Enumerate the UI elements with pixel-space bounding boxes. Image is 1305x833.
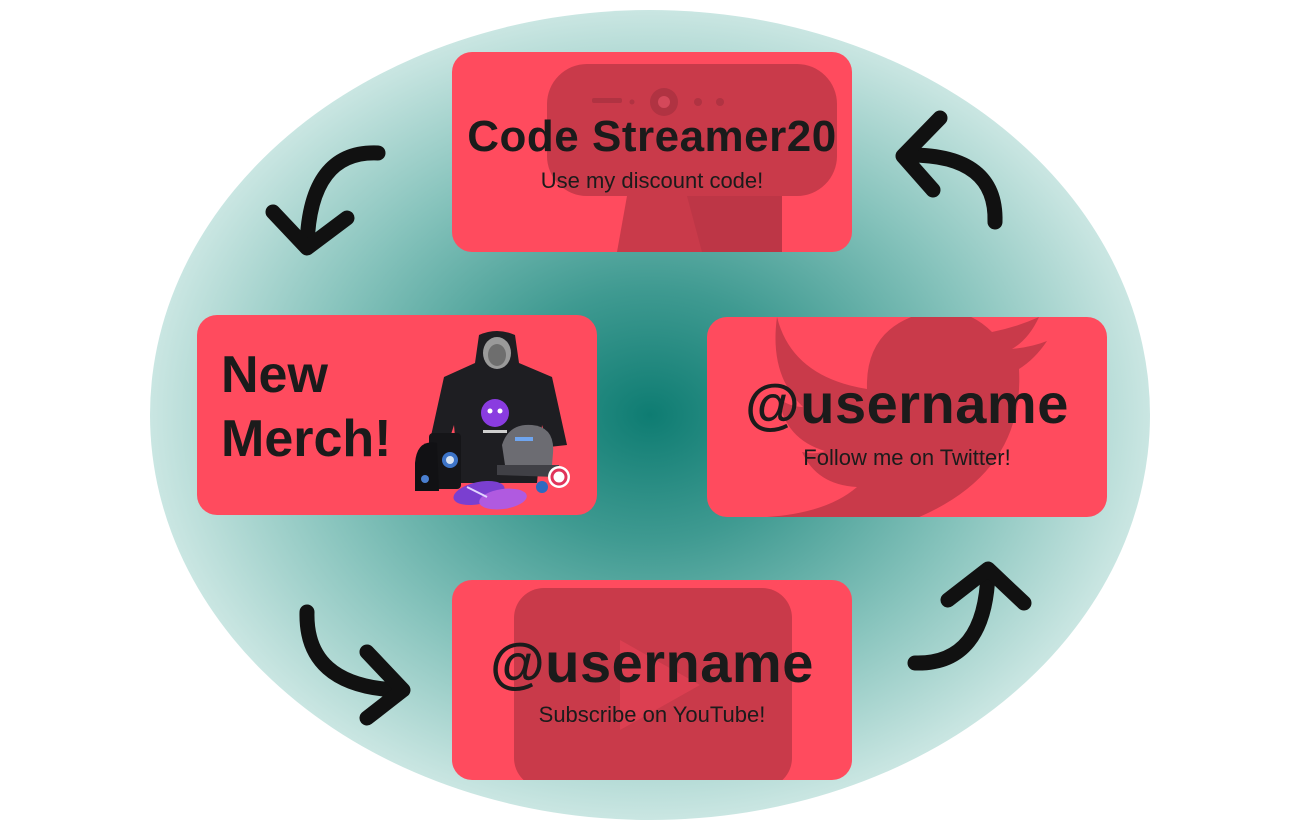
discount-code-subtitle: Use my discount code! (540, 168, 764, 193)
merch-title-line2: Merch! (221, 410, 392, 468)
discount-text: Code Streamer20 Use my discount code! (452, 112, 852, 196)
discount-code-title: Code Streamer20 (467, 112, 837, 161)
merch-bundle-icon (415, 331, 570, 510)
discount-code-card: Code Streamer20 Use my discount code! (452, 52, 852, 252)
curved-arrow-icon (907, 561, 1032, 671)
twitter-text: @username Follow me on Twitter! (707, 373, 1107, 473)
youtube-username: @username (490, 631, 814, 694)
youtube-card: @username Subscribe on YouTube! (452, 580, 852, 780)
merch-title-line1: New (221, 346, 328, 404)
twitter-bird-icon (767, 317, 1047, 517)
curved-arrow-icon (265, 145, 386, 256)
twitter-card: @username Follow me on Twitter! (707, 317, 1107, 517)
merch-title: New Merch! (221, 343, 391, 471)
youtube-text: @username Subscribe on YouTube! (452, 632, 852, 730)
webcam-icon (547, 64, 837, 252)
twitter-username: @username (745, 372, 1069, 435)
curved-arrow-icon (299, 604, 411, 726)
curved-arrow-icon (895, 110, 1003, 230)
merch-card: New Merch! (197, 315, 597, 515)
youtube-play-icon (514, 588, 792, 780)
youtube-cta: Subscribe on YouTube! (538, 702, 766, 727)
twitter-cta: Follow me on Twitter! (803, 445, 1011, 470)
